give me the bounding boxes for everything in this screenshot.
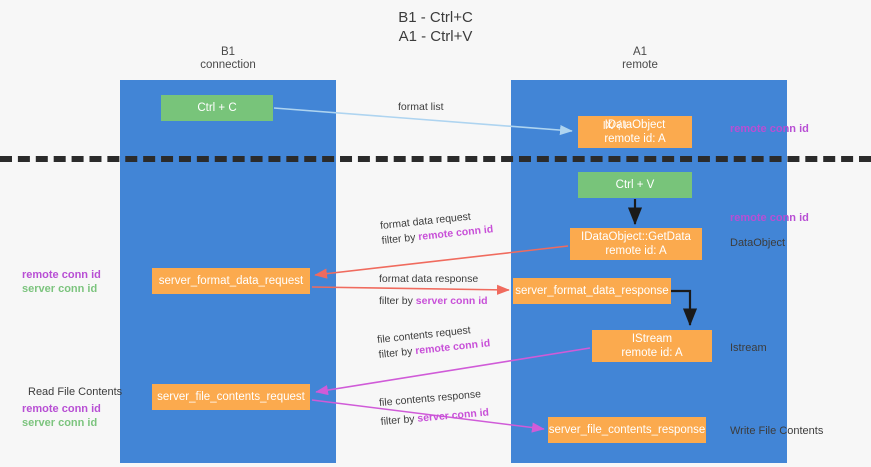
column-header-a1: A1 remote	[560, 46, 720, 72]
box-server-file-contents-response-label: server_file_contents_response	[548, 424, 706, 436]
box-server-format-data-request[interactable]: server_format_data_request	[152, 268, 310, 294]
page-title: B1 - Ctrl+C A1 - Ctrl+V	[0, 8, 871, 46]
box-server-file-contents-request[interactable]: server_file_contents_request	[152, 384, 310, 410]
label-format-data-request: format data request filter by remote con…	[379, 207, 494, 249]
box-getdata-line2: remote id: A	[605, 245, 667, 257]
label-format-data-response-filter: filter by server conn id	[379, 294, 488, 309]
title-line-1: B1 - Ctrl+C	[398, 9, 473, 26]
column-header-b1-role: connection	[200, 59, 256, 71]
box-idataobject-overlay: Ⅸ/⼻I	[602, 120, 627, 132]
box-ctrl-c[interactable]: Ctrl + C	[161, 95, 273, 121]
box-istream-line2: remote id: A	[621, 347, 683, 359]
side-label-dataobject: DataObject	[730, 237, 786, 249]
box-ctrl-v-label: Ctrl + V	[615, 179, 655, 191]
box-idataobject-line2: remote id: A	[604, 133, 666, 145]
filter-key: server conn id	[416, 406, 490, 425]
box-idataobject-line1: Ⅸ/⼻I IDataObject	[602, 118, 666, 132]
side-label-conn-ids-bottom: remote conn id server conn id	[22, 402, 101, 430]
column-header-a1-role: remote	[622, 59, 658, 71]
box-server-format-data-response-label: server_format_data_response	[515, 285, 669, 297]
filter-prefix: filter by	[381, 231, 419, 247]
box-ctrl-c-label: Ctrl + C	[197, 102, 237, 114]
label-file-contents-response: file contents response filter by server …	[379, 387, 490, 430]
box-getdata-line1: IDataObject::GetData	[581, 231, 691, 243]
filter-key: server conn id	[415, 295, 488, 307]
box-idataobject-remote[interactable]: Ⅸ/⼻I IDataObject remote id: A	[578, 116, 692, 148]
side-label-server-conn-id-left-mid: server conn id	[22, 283, 98, 295]
box-idataobject-line1-text: IDataObject	[604, 119, 666, 131]
side-label-write-file-contents: Write File Contents	[730, 425, 824, 437]
side-label-remote-conn-id-top: remote conn id	[730, 123, 809, 135]
filter-prefix: filter by	[379, 295, 416, 307]
label-format-data-response: format data response filter by server co…	[379, 272, 488, 309]
box-server-file-contents-response[interactable]: server_file_contents_response	[548, 417, 706, 443]
box-server-format-data-response[interactable]: server_format_data_response	[513, 278, 671, 304]
filter-prefix: filter by	[378, 345, 416, 361]
side-label-remote-conn-id-mid: remote conn id	[730, 212, 809, 224]
side-label-conn-ids-mid: remote conn id server conn id	[22, 268, 101, 296]
side-label-istream: Istream	[730, 342, 767, 354]
column-header-b1-name: B1	[220, 46, 236, 58]
side-label-read-file-contents: Read File Contents	[28, 386, 123, 398]
label-file-contents-request: file contents request filter by remote c…	[376, 321, 491, 363]
side-label-remote-conn-id-left-mid: remote conn id	[22, 269, 101, 281]
label-format-list-text: format list	[398, 101, 444, 113]
box-server-format-data-request-label: server_format_data_request	[158, 275, 304, 287]
box-istream-line1: IStream	[631, 333, 673, 345]
title-line-2: A1 - Ctrl+V	[398, 28, 473, 45]
column-header-b1: B1 connection	[148, 46, 308, 72]
box-server-file-contents-request-label: server_file_contents_request	[157, 391, 305, 403]
label-format-list: format list	[398, 100, 444, 115]
side-label-server-conn-id-left-bottom: server conn id	[22, 417, 98, 429]
section-divider	[0, 156, 871, 162]
column-header-a1-name: A1	[632, 46, 648, 58]
side-label-remote-conn-id-left-bottom: remote conn id	[22, 403, 101, 415]
label-format-data-response-main: format data response	[379, 273, 479, 285]
filter-prefix: filter by	[380, 412, 418, 428]
box-ctrl-v[interactable]: Ctrl + V	[578, 172, 692, 198]
box-istream[interactable]: IStream remote id: A	[592, 330, 712, 362]
box-idataobject-getdata[interactable]: IDataObject::GetData remote id: A	[570, 228, 702, 260]
